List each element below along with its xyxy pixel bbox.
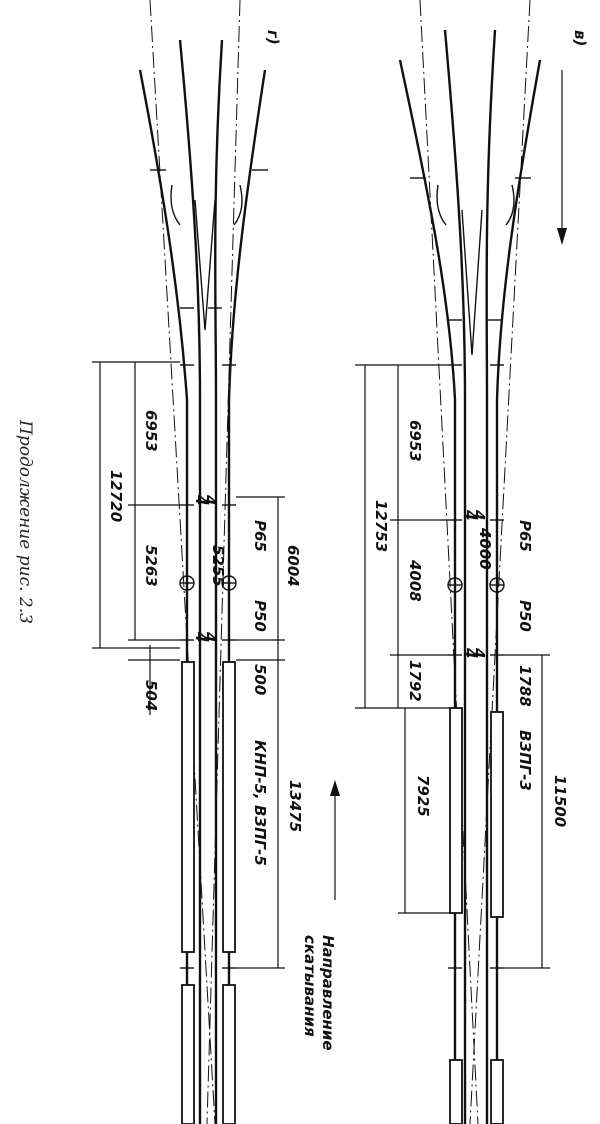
joint-mark: 4 — [201, 631, 219, 642]
dim-label-4008: 4008 — [406, 559, 424, 602]
dim-label-12720: 12720 — [107, 470, 125, 522]
rail — [214, 39, 224, 1124]
axis-line — [469, 0, 531, 1124]
dim-label-504: 504 — [142, 680, 160, 711]
dim-label-11500: 11500 — [551, 775, 569, 827]
dim-label-500: 500 — [251, 664, 269, 695]
dim-label-1788: 1788 — [516, 665, 534, 707]
panel-g-letter: г) — [264, 30, 282, 45]
joint-mark: 4 — [470, 647, 488, 658]
retarder-box — [222, 661, 236, 953]
joint-ticks — [150, 169, 268, 969]
direction-label-line1: Направление — [319, 935, 337, 1051]
axis-line — [206, 0, 241, 1124]
frog-mark — [233, 184, 243, 226]
frog-point — [194, 199, 216, 331]
rail — [398, 59, 457, 1124]
joint-mark: 4 — [192, 631, 210, 642]
retarder-box — [449, 1059, 463, 1124]
retarder-box — [181, 984, 195, 1124]
frog-mark — [436, 184, 447, 226]
rail — [178, 39, 202, 1124]
dim-label-6953: 6953 — [406, 420, 424, 462]
dim-label-12753: 12753 — [372, 500, 390, 552]
dim-label-6004: 6004 — [284, 545, 302, 587]
panel-v: в) — [355, 0, 589, 1124]
rail — [443, 29, 467, 1124]
rail — [485, 29, 497, 1124]
dimension-lines — [355, 364, 550, 969]
dim-label-6953: 6953 — [142, 410, 160, 452]
rail-type-top: Р65 — [251, 520, 269, 552]
axis-line — [419, 0, 479, 1124]
retarder-box — [181, 661, 195, 953]
rail-type-top: Р65 — [516, 520, 534, 552]
retarder-box — [222, 984, 236, 1124]
retarder-box — [449, 707, 463, 914]
joint-mark: 4 — [461, 647, 479, 658]
rail-type-bottom: Р50 — [516, 600, 534, 632]
rail — [138, 69, 189, 1124]
dim-label-7925: 7925 — [414, 775, 432, 817]
joint-ticks — [410, 177, 531, 969]
joint-mark: 4 — [201, 494, 219, 505]
frog-point — [461, 209, 483, 356]
rail — [495, 59, 542, 1124]
joint-mark: 4 — [461, 509, 479, 520]
rail — [227, 69, 267, 1124]
dim-label-5255: 5255 — [209, 545, 227, 587]
joint-mark: 4 — [470, 509, 488, 520]
dim-label-13475: 13475 — [286, 780, 304, 832]
frog-mark — [170, 184, 181, 226]
retarder-box — [490, 1059, 504, 1124]
panel-g: г) — [92, 0, 304, 1124]
dim-label-4000: 4000 — [476, 527, 494, 570]
figure-caption: Продолжение рис. 2.3 — [15, 419, 35, 624]
dim-label-1792: 1792 — [406, 660, 424, 702]
panel-v-letter: в) — [571, 30, 589, 46]
retarder-label: КНП-5, ВЗПГ-5 — [251, 740, 269, 866]
rail-type-bottom: Р50 — [251, 600, 269, 632]
arrow-down-icon — [557, 228, 567, 245]
dim-label-5263: 5263 — [142, 545, 160, 587]
joint-mark: 4 — [192, 494, 210, 505]
direction-indicator: Направление скатывания — [301, 780, 340, 1051]
arrow-head-icon — [330, 780, 340, 796]
retarder-box — [490, 711, 504, 918]
direction-label-line2: скатывания — [301, 935, 319, 1037]
retarder-label: ВЗПГ-3 — [516, 730, 534, 791]
frog-mark — [505, 184, 515, 226]
dimension-lines — [92, 361, 285, 969]
